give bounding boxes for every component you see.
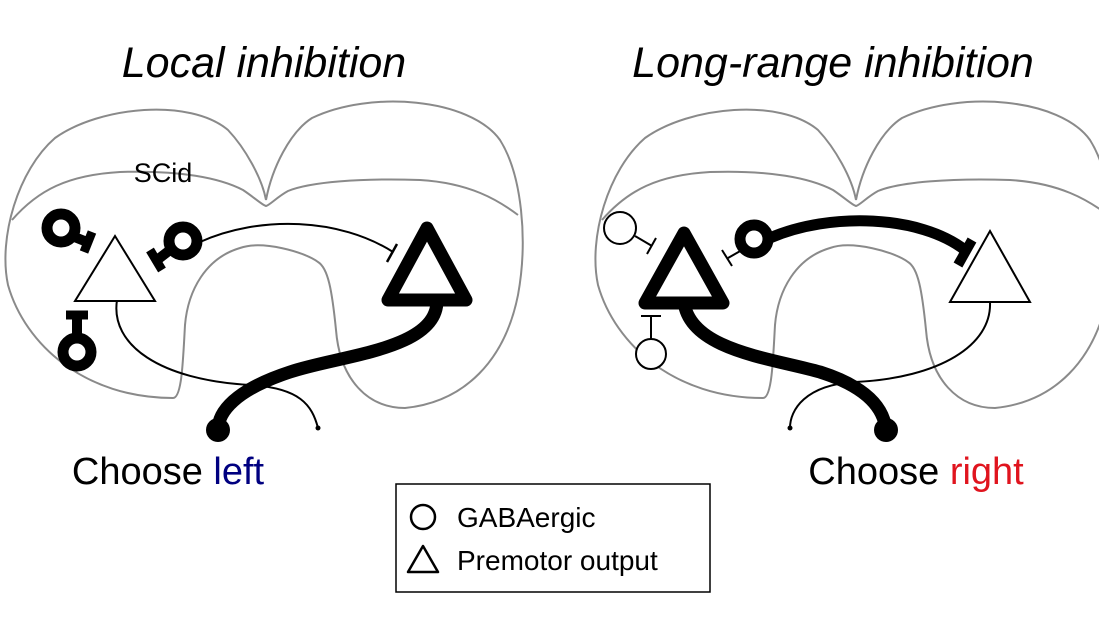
right-thick-terminal	[953, 237, 977, 268]
left-thin-output-end	[315, 425, 321, 431]
left-choice-prefix: Choose	[72, 451, 214, 493]
left-gaba-neuron-lower	[57, 310, 97, 372]
right-panel: Long-range inhibition	[594, 39, 1099, 493]
left-thin-output	[115, 299, 319, 429]
right-thick-output	[677, 295, 893, 437]
left-thin-projection	[199, 222, 394, 253]
legend-box	[395, 483, 711, 593]
circle-icon	[409, 503, 437, 531]
right-brain-outline	[594, 100, 1099, 410]
legend-gaba-label: GABAergic	[457, 502, 596, 533]
left-choice-label: Choose left	[72, 451, 265, 493]
left-panel-title: Local inhibition	[122, 39, 406, 87]
right-thin-output	[789, 301, 992, 429]
legend-premotor-label: Premotor output	[457, 545, 658, 576]
right-large-premotor-triangle	[638, 226, 730, 310]
right-choice-word: right	[950, 451, 1024, 493]
left-output-terminal	[206, 418, 230, 442]
right-thin-output-end	[787, 425, 793, 431]
left-region-label: SCid	[134, 158, 193, 188]
left-gaba-neuron-right	[146, 221, 203, 273]
left-choice-word: left	[213, 451, 264, 493]
right-choice-label: Choose right	[808, 451, 1024, 493]
right-choice-prefix: Choose	[808, 451, 950, 493]
left-panel: Local inhibition SCid	[4, 39, 524, 493]
triangle-icon	[406, 544, 440, 574]
left-small-premotor-triangle	[73, 234, 157, 302]
right-gaba-neuron-projecting	[721, 219, 774, 267]
left-dorsal-boundary	[11, 170, 519, 221]
left-brain-outline	[4, 100, 524, 410]
right-gaba-neuron-upper-left	[603, 211, 657, 255]
left-large-premotor-triangle	[381, 221, 473, 307]
left-thin-terminal	[385, 243, 399, 263]
legend: GABAergic Premotor output	[395, 483, 711, 593]
right-thick-projection	[767, 215, 969, 255]
right-panel-title: Long-range inhibition	[632, 39, 1034, 87]
right-small-premotor-triangle	[948, 228, 1032, 303]
left-thick-output	[211, 293, 444, 437]
right-output-terminal	[874, 418, 898, 442]
right-dorsal-boundary	[601, 170, 1099, 221]
right-gaba-neuron-lower	[635, 315, 667, 370]
left-gaba-neuron-upper-left	[41, 208, 97, 254]
